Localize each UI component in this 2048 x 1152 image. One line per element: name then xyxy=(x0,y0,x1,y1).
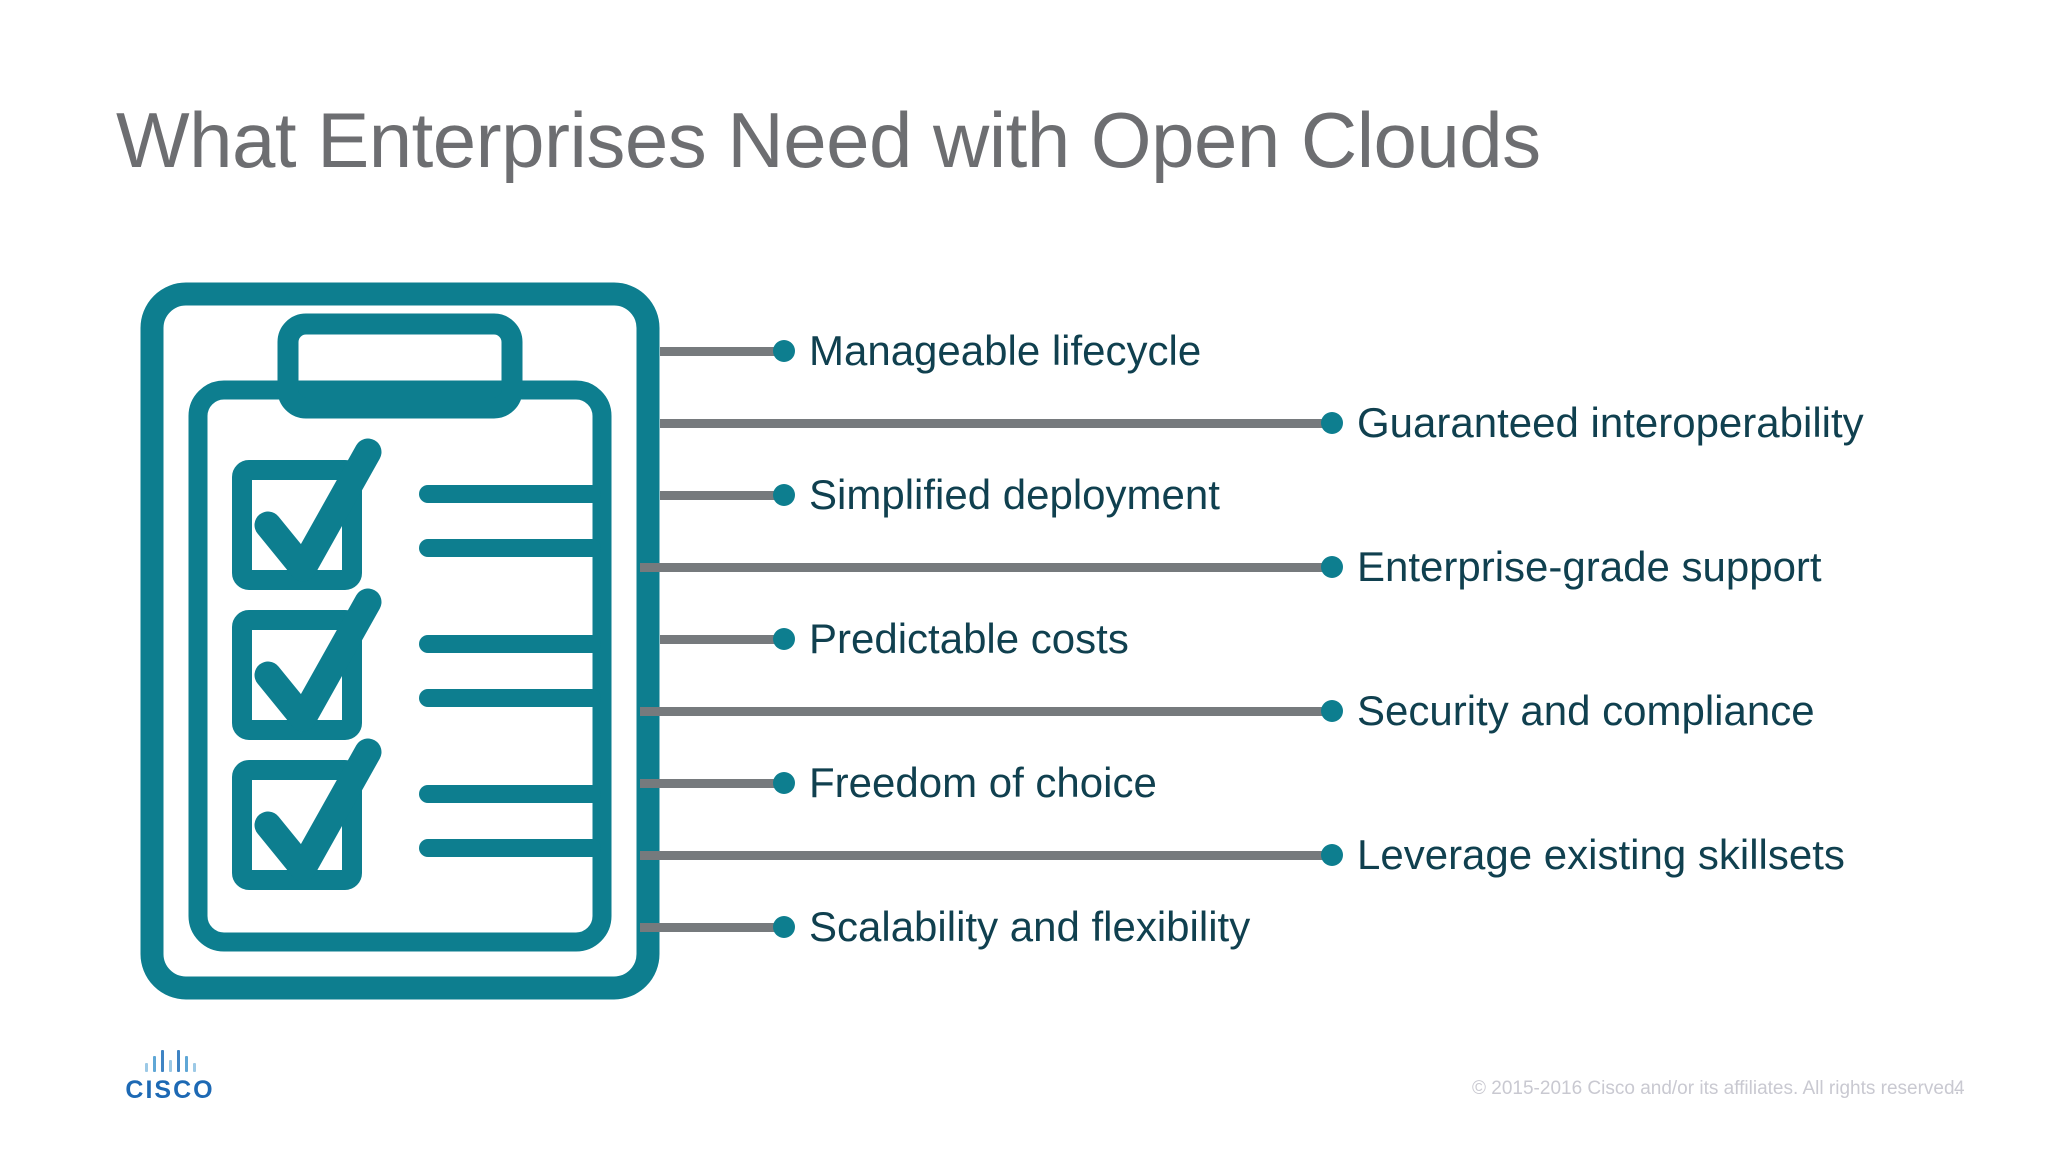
callout-row[interactable]: Leverage existing skillsets xyxy=(640,828,1845,882)
callout-connector-line xyxy=(660,418,1323,428)
checkmark-3 xyxy=(254,738,382,882)
callout-connector-line xyxy=(640,562,1323,572)
callout-label: Freedom of choice xyxy=(809,759,1157,806)
checkmark-2 xyxy=(254,588,382,732)
clipboard-checklist-icon xyxy=(140,282,660,1000)
checkmark-1 xyxy=(254,438,382,582)
callout-row[interactable]: Guaranteed interoperability xyxy=(660,396,1864,450)
callout-row[interactable]: Manageable lifecycle xyxy=(660,324,1201,378)
callout-row[interactable]: Freedom of choice xyxy=(640,756,1157,810)
callout-bullet-dot xyxy=(1321,412,1343,434)
callout-connector-line xyxy=(640,778,775,788)
callout-connector-line xyxy=(660,490,775,500)
footer-copyright: © 2015-2016 Cisco and/or its affiliates.… xyxy=(1472,1078,1960,1099)
cisco-wordmark: CISCO xyxy=(125,1076,215,1104)
callout-label: Security and compliance xyxy=(1357,687,1815,734)
callout-row[interactable]: Scalability and flexibility xyxy=(640,900,1250,954)
callout-bullet-dot xyxy=(1321,844,1343,866)
cisco-bridge-icon xyxy=(118,1050,222,1072)
callout-row[interactable]: Predictable costs xyxy=(660,612,1129,666)
callout-connector-line xyxy=(640,706,1323,716)
callout-bullet-dot xyxy=(773,484,795,506)
footer-page-number: 4 xyxy=(1954,1078,1965,1099)
callout-label: Simplified deployment xyxy=(809,471,1220,518)
callout-label: Guaranteed interoperability xyxy=(1357,399,1864,446)
callout-label: Predictable costs xyxy=(809,615,1129,662)
callout-connector-line xyxy=(660,634,775,644)
callout-row[interactable]: Simplified deployment xyxy=(660,468,1220,522)
callout-label: Enterprise-grade support xyxy=(1357,543,1822,590)
clipboard-inner-page xyxy=(188,380,612,952)
clipboard-clip xyxy=(277,313,523,419)
callout-bullet-dot xyxy=(773,916,795,938)
callout-bullet-dot xyxy=(1321,556,1343,578)
callout-bullet-dot xyxy=(773,340,795,362)
clipboard-checklist-svg xyxy=(140,282,660,1000)
callout-bullet-dot xyxy=(1321,700,1343,722)
callout-label: Leverage existing skillsets xyxy=(1357,831,1845,878)
callout-row[interactable]: Security and compliance xyxy=(640,684,1815,738)
callout-bullet-dot xyxy=(773,628,795,650)
page-title: What Enterprises Need with Open Clouds xyxy=(116,96,1541,184)
callout-row[interactable]: Enterprise-grade support xyxy=(640,540,1822,594)
cisco-logo: CISCO xyxy=(118,1050,222,1108)
callout-connector-line xyxy=(640,922,775,932)
callout-label: Scalability and flexibility xyxy=(809,903,1251,950)
callout-connector-line xyxy=(640,850,1323,860)
callout-bullet-dot xyxy=(773,772,795,794)
callout-connector-line xyxy=(660,346,775,356)
callout-label: Manageable lifecycle xyxy=(809,327,1202,374)
clipboard-outer-frame xyxy=(140,282,660,1000)
